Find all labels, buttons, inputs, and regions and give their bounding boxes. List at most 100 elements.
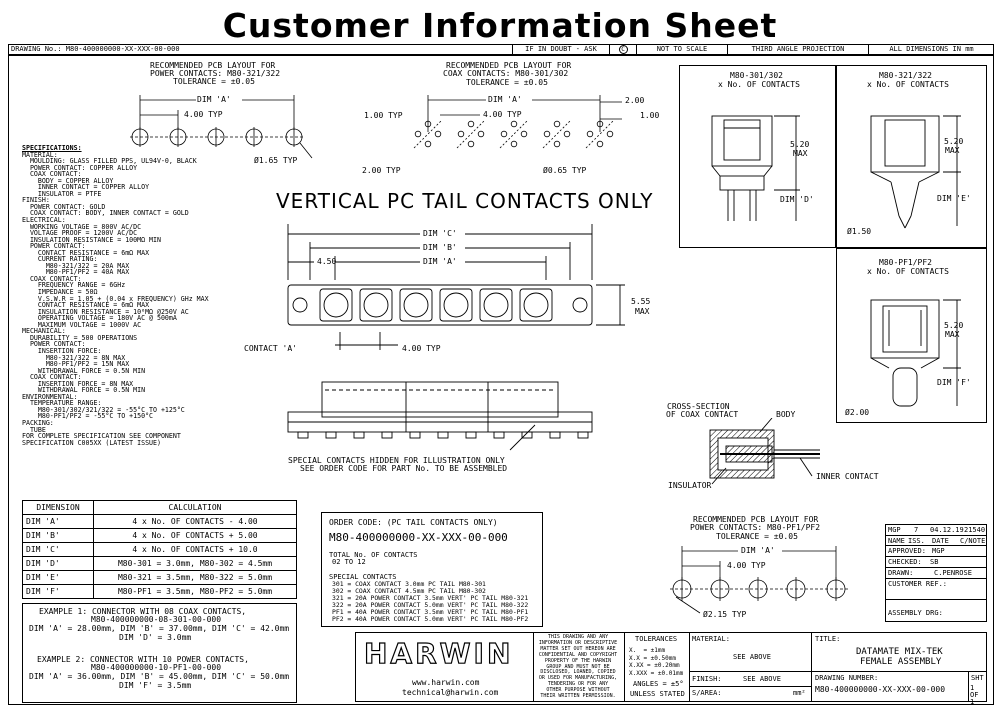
coax-hole [596, 120, 604, 128]
tolerance-line: X.XXX = ±0.01mm [629, 669, 684, 677]
example-2-line-4: DIM 'F' = 3.5mm [119, 681, 192, 690]
angles-tolerance: ANGLES = ±5° [633, 680, 684, 688]
surface-area-unit: mm² [793, 689, 806, 697]
side-view-power-hole: Ø1.50 [847, 227, 872, 236]
side-view-power-drawing [870, 115, 961, 229]
height-max: MAX [635, 307, 650, 316]
example-1-line-3: DIM 'A' = 28.00mm, DIM 'B' = 37.00mm, DI… [29, 624, 290, 633]
pcb-pf-title-1: RECOMMENDED PCB LAYOUT FOR [693, 515, 819, 524]
dim-4-50: 4.50 [317, 257, 337, 266]
contact-socket [399, 288, 433, 322]
total-contacts-label: TOTAL No. OF CONTACTS [329, 551, 418, 559]
drawing-number-row: DRAWING NUMBER: M80-400000000-XX-XXX-00-… [812, 671, 986, 706]
title-line-1: DATAMATE MIX-TEK [856, 647, 943, 657]
spec-line: POWER CONTACT: [22, 242, 86, 251]
socket-opening [443, 292, 469, 318]
cross-section-body: BODY [776, 410, 796, 419]
housing-foot [549, 431, 561, 439]
socket-opening [363, 292, 389, 318]
dimension-cell: DIM 'E' [22, 570, 94, 585]
assembly-drg-row: ASSEMBLY DRG: [885, 599, 987, 622]
table-row: DIM 'F'M80-PF1 = 3.5mm, M80-PF2 = 5.0mm [22, 584, 297, 599]
notice-line: OR USED FOR MANUFACTURING, [538, 675, 618, 682]
tolerances-title: TOLERANCES [635, 635, 678, 643]
header-bar: DRAWING No.: M80-400000000-XX-XXX-00-000… [8, 44, 994, 55]
calculation-cell: M80-321 = 3.5mm, M80-322 = 5.0mm [93, 570, 297, 585]
spec-line: INNER CONTACT = COPPER ALLOY [22, 183, 150, 192]
pcb-coax-hole: Ø0.65 TYP [543, 166, 587, 175]
material-value: SEE ABOVE [733, 653, 771, 661]
side-view-pf-qty: x No. OF CONTACTS [867, 267, 949, 276]
notice-line: THEIR WRITTEN PERMISSION. [540, 693, 616, 700]
harwin-logo-cell: HARWIN www.harwin.com technical@harwin.c… [356, 633, 534, 701]
finish-value: SEE ABOVE [743, 675, 781, 683]
side-view-pf-hole: Ø2.00 [845, 408, 870, 417]
coax-hole [457, 130, 465, 138]
spec-line: VOLTAGE PROOF = 1200V AC/DC [22, 229, 138, 238]
spec-line: WITHDRAWAL FORCE = 0.5N MIN [22, 386, 146, 395]
order-code-title: ORDER CODE: (PC TAIL CONTACTS ONLY) [329, 518, 498, 527]
spec-line: CURRENT RATING: [22, 255, 98, 264]
contact-socket [479, 288, 513, 322]
rev-h-iss: ISS. [908, 537, 925, 545]
housing-foot [493, 431, 505, 439]
socket-opening [403, 292, 429, 318]
side-view-power-max: MAX [945, 146, 960, 155]
calculation-cell: 4 x No. OF CONTACTS + 10.0 [93, 542, 297, 557]
table-row: DIM 'B'4 x No. OF CONTACTS + 5.00 [22, 528, 297, 543]
total-contacts-range: 02 TO 12 [332, 558, 366, 566]
contact-a-label: CONTACT 'A' [244, 344, 297, 353]
dimension-cell: DIM 'F' [22, 584, 94, 599]
coax-hole [500, 130, 508, 138]
dimension-cell: DIM 'B' [22, 528, 94, 543]
coax-hole [477, 130, 485, 138]
drawing-number: DRAWING No.: M80-400000000-XX-XXX-00-000 [11, 45, 180, 53]
pcb-power-pitch: 4.00 TYP [184, 110, 223, 119]
spec-line: SPECIFICATION C005XX (LATEST ISSUE) [22, 438, 161, 447]
spec-line: INSULATOR = PTFE [22, 189, 102, 198]
side-view-pf-drawing [870, 299, 961, 407]
pcb-coax-1-00: 1.00 [640, 111, 660, 120]
approved-label: APPROVED: [888, 547, 926, 555]
order-code-value: M80-400000000-XX-XXX-00-000 [329, 531, 508, 544]
contact-socket [319, 288, 353, 322]
spec-line: IMPEDANCE = 50Ω [22, 288, 98, 297]
dimension-table: DIMENSION CALCULATION DIM 'A'4 x No. OF … [22, 500, 297, 599]
list-item: 321 = 20A POWER CONTACT 3.5mm VERT' PC T… [332, 594, 529, 602]
not-to-scale: NOT TO SCALE [636, 45, 727, 54]
contact-socket [439, 288, 473, 322]
material-cell: MATERIAL: SEE ABOVE FINISH: SEE ABOVE S/… [689, 633, 812, 701]
customer-ref-label: CUSTOMER REF.: [888, 580, 948, 588]
coax-hole [553, 140, 561, 148]
coax-hole [553, 120, 561, 128]
spec-line: POWER CONTACT: COPPER ALLOY [22, 163, 138, 172]
housing-foot [437, 431, 449, 439]
calculation-cell: M80-301 = 3.0mm, M80-302 = 4.5mm [93, 556, 297, 571]
housing-foot [381, 431, 393, 439]
notice-line: OTHER PURPOSE WITHOUT [546, 687, 610, 694]
cross-section-title-1: CROSS-SECTION [667, 402, 730, 411]
spec-line: INSULATION RESISTANCE = 100MΩ MIN [22, 235, 161, 244]
coax-hole [467, 120, 475, 128]
title-line-2: FEMALE ASSEMBLY [860, 657, 942, 667]
copyright-symbol: C [609, 45, 636, 54]
specifications-heading: SPECIFICATIONS: [22, 144, 82, 152]
rev-name: MGP [888, 526, 901, 534]
table-row: DIM 'A'4 x No. OF CONTACTS - 4.00 [22, 514, 297, 529]
spec-line: M80-321/322 = 20A MAX [22, 261, 130, 270]
side-view-pf-dim-f: DIM 'F' [937, 378, 971, 387]
side-view-coax-box: M80-301/302 x No. OF CONTACTS 5.20 MAX D… [679, 65, 836, 248]
tolerance-line: X.XX = ±0.20mm [629, 662, 680, 669]
spec-line: WITHDRAWAL FORCE = 0.5N MIN [22, 366, 146, 375]
harwin-website[interactable]: www.harwin.com [412, 678, 480, 687]
harwin-email[interactable]: technical@harwin.com [402, 688, 499, 697]
spec-line: ELECTRICAL: [22, 216, 66, 225]
pcb-pf-title-2: POWER CONTACTS: M80-PF1/PF2 [690, 523, 821, 532]
spec-line: FOR COMPLETE SPECIFICATION SEE COMPONENT [22, 432, 181, 441]
rev-change-note: 21540 [964, 526, 986, 534]
finish-label: FINISH: [692, 675, 722, 683]
side-view-coax-dim-d: DIM 'D' [780, 195, 814, 204]
pcb-power-hole: Ø1.65 TYP [254, 156, 298, 165]
